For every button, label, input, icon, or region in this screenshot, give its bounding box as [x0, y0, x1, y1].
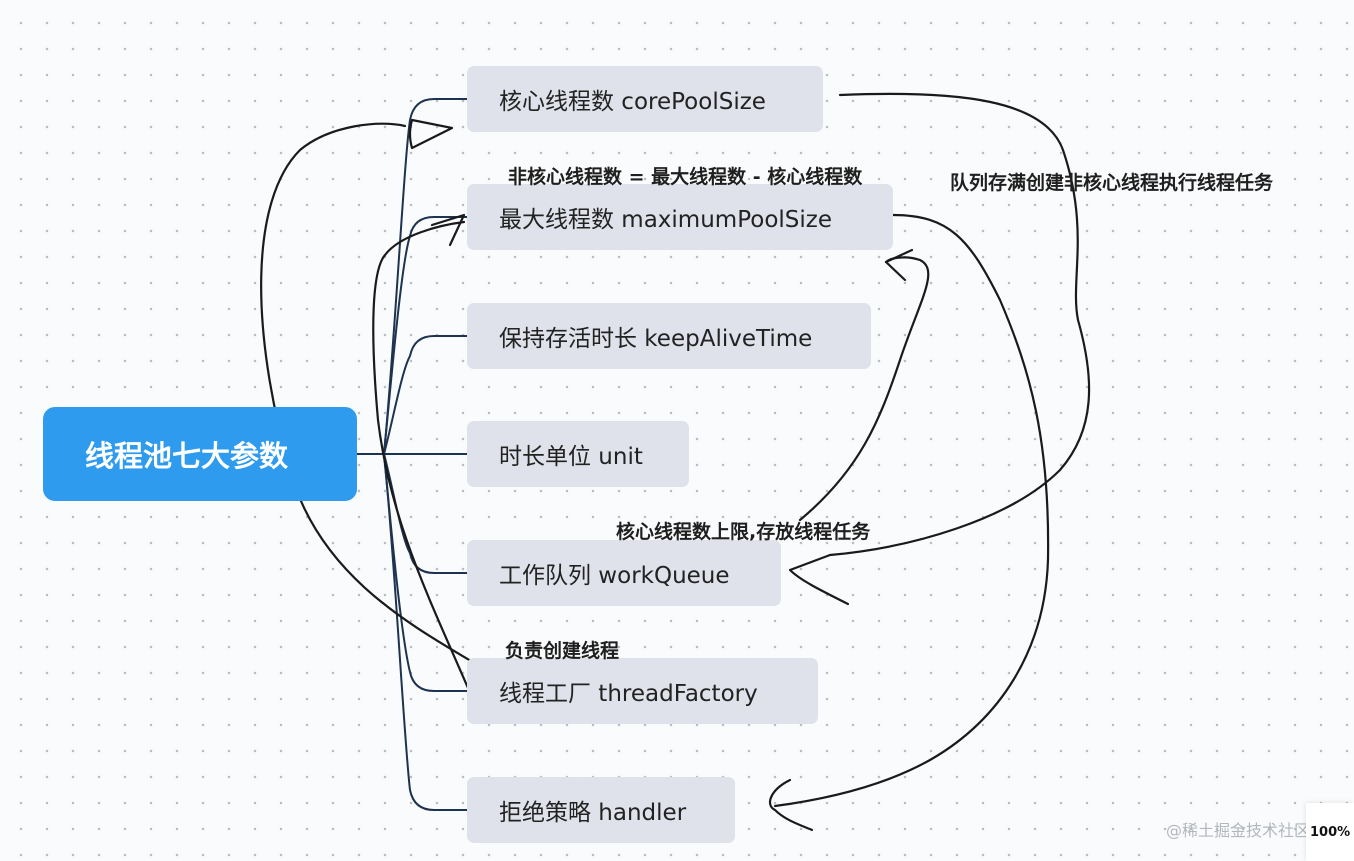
- arrow-queue-to-max: [798, 256, 930, 522]
- arrow-head-max: [430, 213, 466, 247]
- node-work-queue[interactable]: 工作队列 workQueue: [467, 540, 781, 606]
- annotation-factory-note: 负责创建线程: [505, 640, 620, 662]
- zoom-level-indicator[interactable]: 100%: [1306, 803, 1354, 861]
- node-handler[interactable]: 拒绝策略 handler: [467, 777, 735, 843]
- arrow-core-to-max-loop: [828, 92, 1091, 557]
- node-unit[interactable]: 时长单位 unit: [467, 421, 689, 487]
- arrow-factory-to-max: [372, 220, 470, 690]
- arrow-head-max-right: [884, 248, 914, 282]
- node-keep-alive-time[interactable]: 保持存活时长 keepAliveTime: [467, 303, 871, 369]
- arrow-max-to-handler: [773, 213, 1050, 808]
- annotation-queue-note: 核心线程数上限,存放线程任务: [616, 521, 871, 543]
- connector-lines: [357, 98, 467, 811]
- node-thread-factory[interactable]: 线程工厂 threadFactory: [467, 658, 818, 724]
- arrow-head-core: [408, 118, 454, 150]
- node-maximum-pool-size[interactable]: 最大线程数 maximumPoolSize: [467, 184, 893, 250]
- arrow-head-queue: [788, 553, 850, 606]
- node-core-pool-size[interactable]: 核心线程数 corePoolSize: [467, 66, 823, 132]
- arrow-head-handler: [768, 778, 814, 832]
- root-node[interactable]: 线程池七大参数: [43, 407, 357, 501]
- watermark-text: @稀土掘金技术社区: [1166, 821, 1311, 840]
- arrow-factory-to-core: [260, 122, 488, 672]
- annotation-queue-full: 队列存满创建非核心线程执行线程任务: [950, 172, 1274, 194]
- handwritten-arrows: [260, 92, 1091, 832]
- annotation-max-formula: 非核心线程数 = 最大线程数 - 核心线程数: [508, 166, 863, 188]
